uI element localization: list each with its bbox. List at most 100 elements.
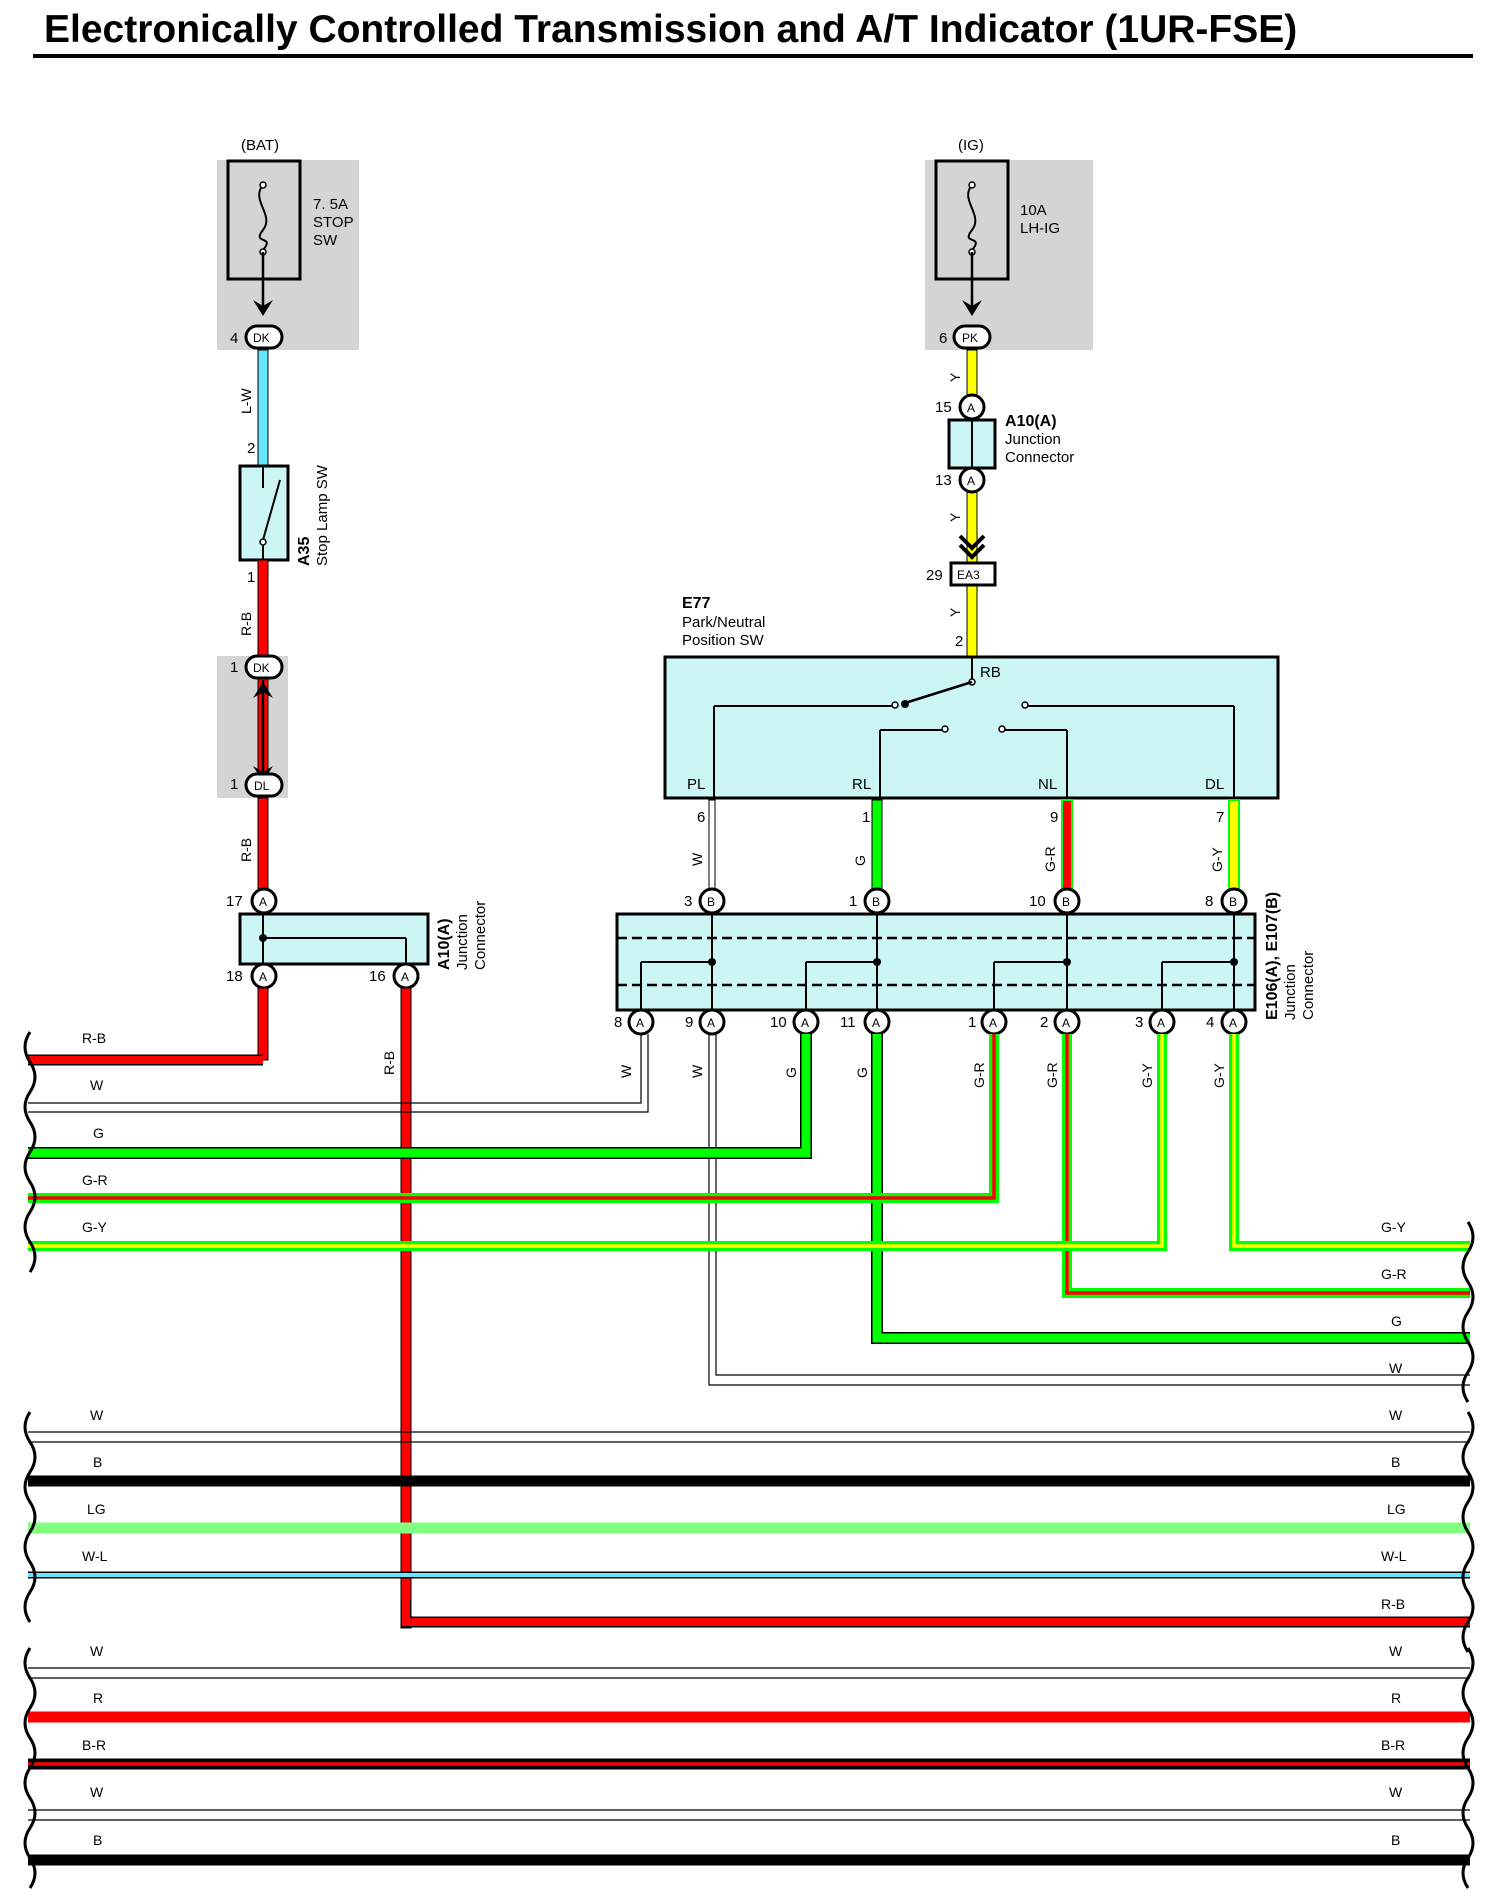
chevron-down-icon: [958, 534, 986, 560]
svg-text:LG: LG: [1387, 1501, 1406, 1517]
e106-bottom-pins: 8 A 9 A 10 A 11 A 1 A 2 A 3 A 4 A: [614, 1008, 1248, 1036]
fuse-lhig-name: LH-IG: [1020, 220, 1060, 237]
connector-pk-label: PK: [962, 331, 978, 345]
right-bus-labels: G-Y G-R G W: [1381, 1219, 1407, 1376]
a10-right-code: A10(A): [1005, 413, 1057, 430]
e106-line2: Connector: [1300, 951, 1317, 1020]
svg-text:G: G: [93, 1125, 104, 1141]
svg-text:G-Y: G-Y: [1381, 1219, 1407, 1235]
svg-text:3: 3: [684, 893, 692, 910]
svg-text:W: W: [90, 1077, 104, 1093]
conn-a-17: A: [259, 895, 267, 909]
page-title: Electronically Controlled Transmission a…: [44, 8, 1297, 51]
wire-label-r-b-16: R-B: [381, 1051, 397, 1075]
svg-text:G-R: G-R: [1044, 1062, 1060, 1088]
e77-pin-9: 9: [1050, 809, 1058, 826]
e77-terminal-nl: NL: [1038, 776, 1057, 793]
svg-text:A: A: [801, 1016, 809, 1030]
svg-text:G: G: [854, 1067, 870, 1078]
connector-dl: [244, 772, 284, 798]
wire-break-marks-left: [23, 1031, 37, 1889]
arrow-down-icon: [253, 300, 273, 316]
conn-a-16: A: [401, 970, 409, 984]
e77-pin-6: 6: [697, 809, 705, 826]
svg-text:R-B: R-B: [82, 1030, 106, 1046]
svg-text:3: 3: [1135, 1014, 1143, 1031]
svg-text:B: B: [1391, 1832, 1400, 1848]
svg-text:4: 4: [1206, 1014, 1214, 1031]
connector-pk: [952, 324, 992, 350]
svg-text:G-R: G-R: [82, 1172, 108, 1188]
e106-wire-labels: W W G G G-R G-R G-Y G-Y: [618, 1062, 1227, 1088]
svg-text:B: B: [1062, 895, 1070, 909]
fuse-shade-bat: [217, 160, 359, 350]
e77-terminal-pl: PL: [687, 776, 705, 793]
pin-18: 18: [226, 968, 243, 985]
wire-break-marks-right: [1461, 1221, 1475, 1889]
svg-text:W: W: [90, 1784, 104, 1800]
wire-label-y-3: Y: [947, 607, 963, 617]
svg-text:B: B: [1229, 895, 1237, 909]
e106-line1: Junction: [1282, 964, 1299, 1020]
svg-text:1: 1: [849, 893, 857, 910]
wire-label-l-w: L-W: [238, 388, 254, 414]
svg-text:B: B: [707, 895, 715, 909]
svg-text:G: G: [1391, 1313, 1402, 1329]
pin-17: 17: [226, 893, 243, 910]
svg-text:W: W: [90, 1643, 104, 1659]
lower-bus-labels-right: W B LG W-L R-B W R B-R W B: [1381, 1407, 1407, 1848]
fuse-icon: [258, 184, 268, 251]
left-bus-labels: R-B W G G-R G-Y: [82, 1030, 108, 1235]
connector-dl-label: DL: [254, 779, 270, 793]
wire-l-w: [257, 349, 269, 469]
wire-label-y-1: Y: [947, 372, 963, 382]
svg-text:R-B: R-B: [1381, 1596, 1405, 1612]
bat-source-label: (BAT): [241, 137, 279, 154]
pin-6-pk: 6: [939, 330, 947, 347]
e77-terminal-dl: DL: [1205, 776, 1224, 793]
svg-text:W: W: [618, 1064, 634, 1078]
conn-a-15: A: [967, 401, 975, 415]
e77-code: E77: [682, 595, 711, 612]
svg-text:11: 11: [840, 1014, 856, 1031]
svg-text:A: A: [707, 1016, 715, 1030]
fuse-stop-name2: SW: [313, 232, 338, 249]
svg-text:W-L: W-L: [82, 1548, 108, 1564]
connector-dk-label: DK: [253, 331, 270, 345]
a10-right-line1: Junction: [1005, 431, 1061, 448]
e77-rb-label: RB: [980, 664, 1001, 681]
lower-bus-labels-left: W B LG W-L W R B-R W B: [82, 1407, 108, 1848]
svg-text:G-Y: G-Y: [1139, 1062, 1155, 1088]
svg-text:W-L: W-L: [1381, 1548, 1407, 1564]
stop-lamp-code: A35: [296, 537, 313, 566]
svg-text:G-Y: G-Y: [82, 1219, 108, 1235]
svg-text:LG: LG: [87, 1501, 106, 1517]
connector-ea3-label: EA3: [957, 568, 980, 582]
svg-text:W: W: [689, 1064, 705, 1078]
pin-1-switch: 1: [247, 569, 255, 586]
e77-line1: Park/Neutral: [682, 614, 765, 631]
conn-a-13: A: [967, 474, 975, 488]
svg-text:G-Y: G-Y: [1211, 1062, 1227, 1088]
fuse-lhig-rating: 10A: [1020, 202, 1047, 219]
svg-text:A: A: [989, 1016, 997, 1030]
svg-text:G: G: [783, 1067, 799, 1078]
svg-text:W: W: [1389, 1784, 1403, 1800]
lower-bus: [28, 1431, 1470, 1866]
wire-label-r-b-1: R-B: [238, 612, 254, 636]
a10-right-line2: Connector: [1005, 449, 1074, 466]
ig-source-label: (IG): [958, 137, 984, 154]
conn-a-18: A: [259, 970, 267, 984]
junction-connector-e106: [615, 912, 1257, 1012]
svg-text:2: 2: [1040, 1014, 1048, 1031]
svg-text:R: R: [93, 1690, 103, 1706]
fuse-stop-rating: 7. 5A: [313, 196, 348, 213]
e106-code: E106(A), E107(B): [1264, 892, 1281, 1020]
wire-label-g-rl: G: [852, 855, 868, 866]
pin-16: 16: [369, 968, 386, 985]
pin-4: 4: [230, 330, 238, 347]
connector-dk-mid-label: DK: [253, 661, 270, 675]
connector-ea3: [949, 561, 997, 587]
a10-left-line1: Junction: [454, 914, 471, 970]
